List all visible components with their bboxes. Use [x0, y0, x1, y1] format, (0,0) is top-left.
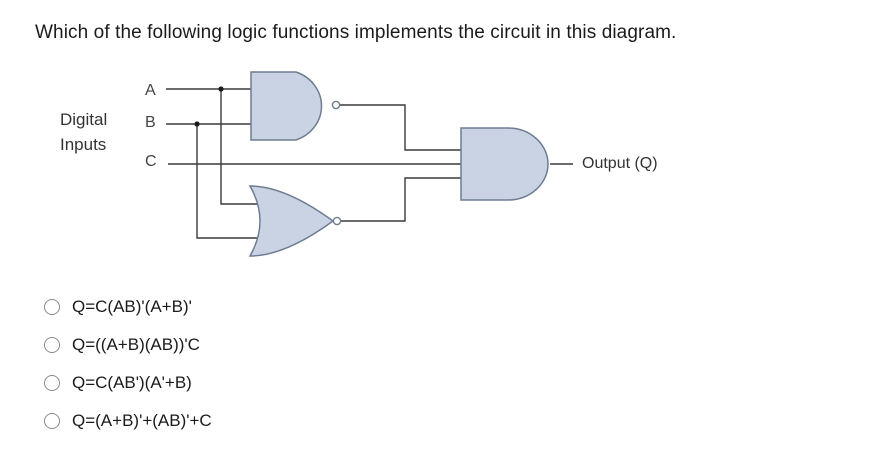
- nor-bubble: [332, 216, 342, 226]
- option-label: Q=(A+B)'+(AB)'+C: [72, 411, 212, 430]
- wire-a-tap: [220, 89, 262, 205]
- option-label: Q=C(AB')(A'+B): [72, 373, 192, 392]
- radio-button[interactable]: [44, 299, 60, 315]
- nor-gate: [248, 185, 342, 257]
- inputs-label-line1: Digital: [60, 110, 107, 129]
- junction-dot-b: [194, 121, 200, 127]
- wire-nor-out: [341, 177, 461, 222]
- nand-gate: [250, 71, 341, 141]
- option-1[interactable]: Q=C(AB)'(A+B)': [44, 288, 212, 326]
- wires: [166, 88, 573, 239]
- wire-b-tap: [196, 124, 262, 239]
- radio-button[interactable]: [44, 375, 60, 391]
- and-gate: [460, 127, 549, 201]
- radio-button[interactable]: [44, 413, 60, 429]
- option-3[interactable]: Q=C(AB')(A'+B): [44, 364, 212, 402]
- radio-button[interactable]: [44, 337, 60, 353]
- question-text: Which of the following logic functions i…: [35, 22, 677, 43]
- option-label: Q=C(AB)'(A+B)': [72, 297, 192, 316]
- input-a-label: A: [145, 82, 156, 99]
- option-2[interactable]: Q=((A+B)(AB))'C: [44, 326, 212, 364]
- answer-options: Q=C(AB)'(A+B)' Q=((A+B)(AB))'C Q=C(AB')(…: [44, 288, 212, 440]
- junction-dot-a: [218, 86, 224, 92]
- output-label: Output (Q): [582, 155, 658, 172]
- option-4[interactable]: Q=(A+B)'+(AB)'+C: [44, 402, 212, 440]
- input-b-label: B: [145, 114, 156, 131]
- nand-bubble: [331, 100, 341, 110]
- inputs-label-line2: Inputs: [60, 135, 106, 154]
- wire-nand-out: [340, 104, 461, 151]
- input-c-label: C: [145, 153, 157, 170]
- option-label: Q=((A+B)(AB))'C: [72, 335, 200, 354]
- logic-circuit-diagram: Digital Inputs A B C Output (Q): [60, 71, 658, 257]
